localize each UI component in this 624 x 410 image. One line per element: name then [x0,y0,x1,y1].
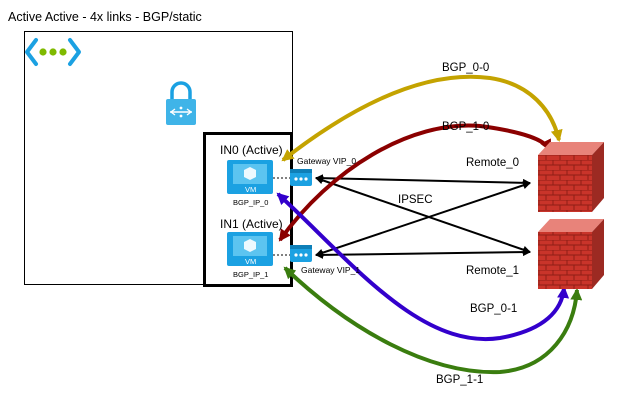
vm-icon-1 [227,232,273,266]
bgp-0-0-arrow [281,74,563,162]
tunnel-0-1 [315,176,531,254]
bgp-0-1-arrow [276,192,570,342]
bgp-ip-1-label: BGP_IP_1 [233,270,269,279]
vnet-icon [25,38,81,66]
bgp-1-0-label: BGP_1-0 [442,121,490,133]
bgp-0-1-label: BGP_0-1 [470,303,518,315]
ipsec-tunnels [315,174,531,259]
tunnel-1-1 [315,248,531,259]
gateway-vip-0-label: Gateway VIP_0 [297,156,357,166]
diagram-title: Active Active - 4x links - BGP/static [8,10,202,24]
ipsec-label: IPSEC [398,194,433,206]
vm-1-text: VM [245,257,257,266]
instance-0-label: IN0 (Active) [220,143,283,157]
bgp-ip-0-label: BGP_IP_0 [233,198,269,207]
bgp-0-0-label: BGP_0-0 [442,62,490,74]
lock-icon [166,81,196,125]
firewall-icon-1 [538,219,604,289]
vm-icon-0 [227,160,273,194]
remote-0-label: Remote_0 [466,157,520,169]
gateway-icon-0 [290,169,312,186]
gateway-icon-1 [290,245,312,262]
bgp-1-1-arrow [283,266,583,375]
bgp-1-1-label: BGP_1-1 [436,374,484,386]
gateway-vip-1-label: Gateway VIP_1 [301,265,361,275]
firewall-icon-0 [538,142,604,212]
remote-1-label: Remote_1 [466,265,520,277]
vm-0-text: VM [245,185,257,194]
instance-1-label: IN1 (Active) [220,217,283,231]
tunnel-0-0 [315,174,531,187]
